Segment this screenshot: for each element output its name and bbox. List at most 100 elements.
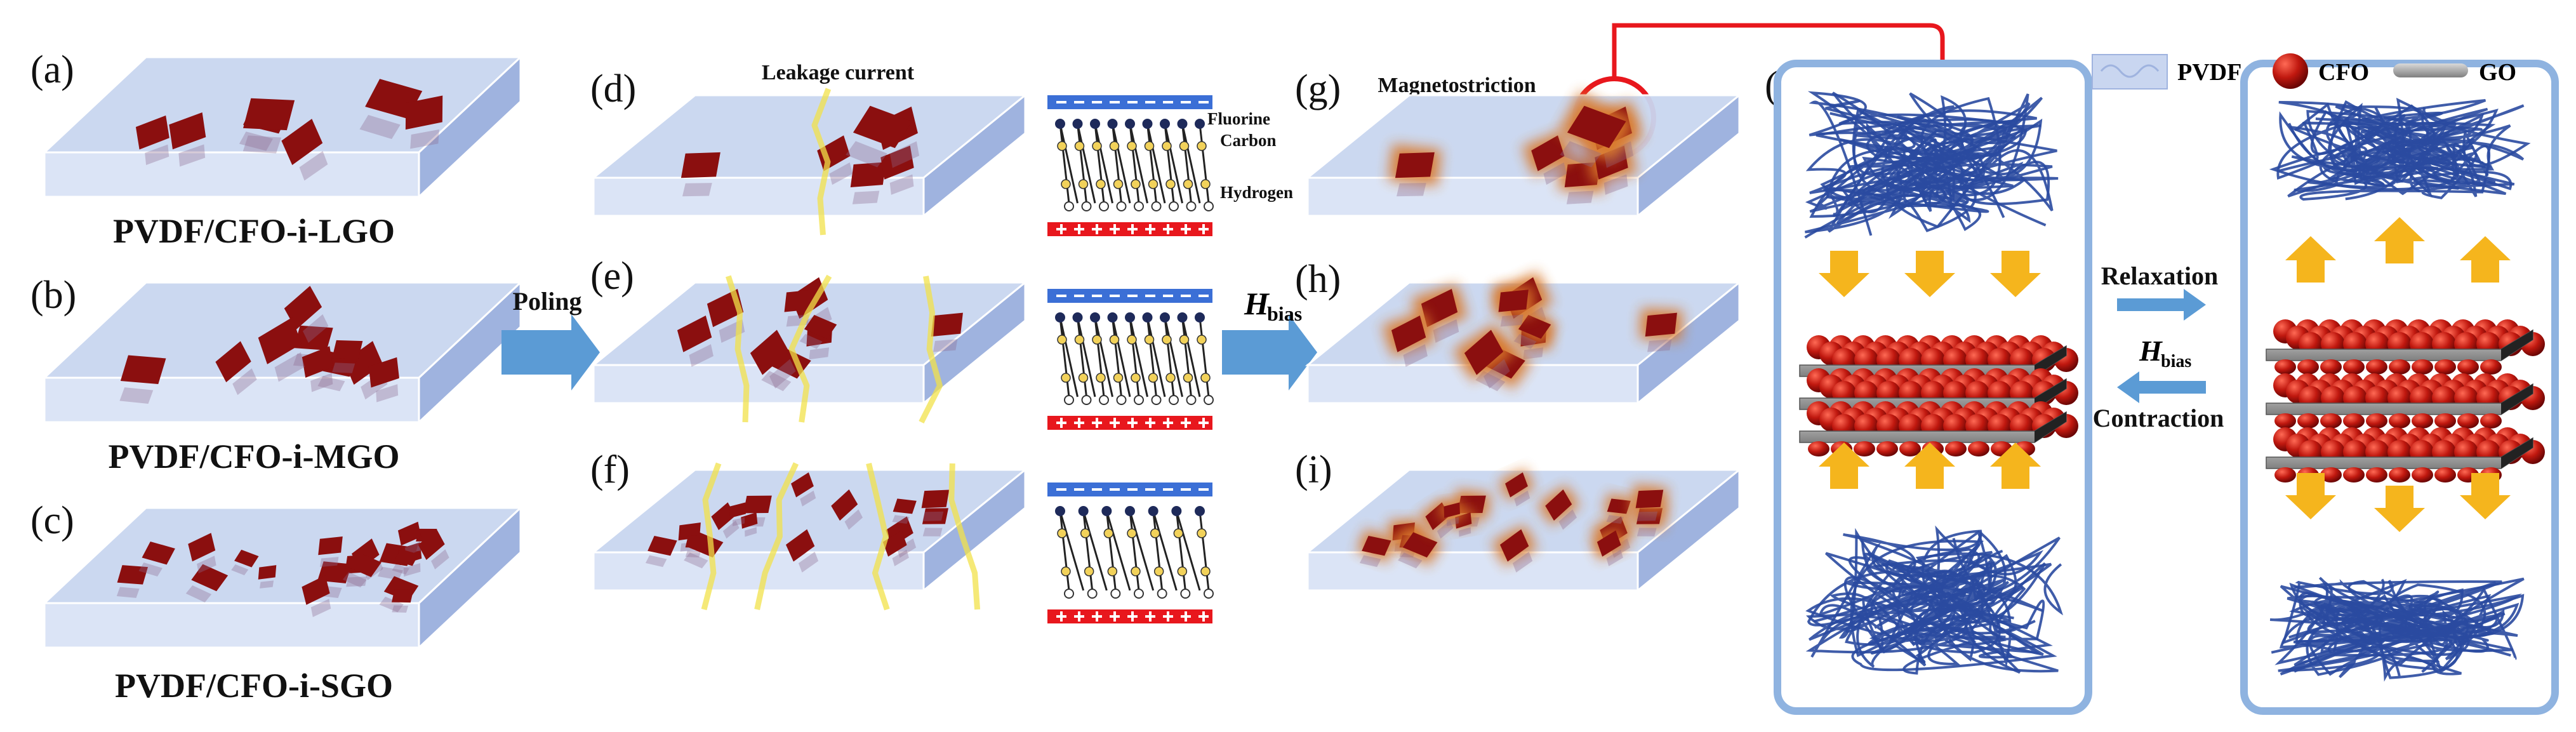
fluorine-atom — [1107, 119, 1118, 129]
leakage-path — [701, 462, 722, 611]
flake-small — [684, 532, 724, 569]
relaxation-label: Relaxation — [2101, 262, 2218, 290]
cfo-go-flake — [741, 512, 758, 529]
flake-shadow — [1558, 509, 1577, 530]
carbon-atom — [1057, 335, 1067, 345]
pvdf-chain — [1820, 92, 2043, 218]
flake-shadow — [431, 549, 449, 569]
minus-sign — [1074, 295, 1084, 297]
flake-shadow — [376, 384, 399, 403]
strain-arrow — [2460, 236, 2511, 283]
cfo-go-flake — [191, 564, 229, 592]
cfo-go-flake — [1518, 315, 1551, 339]
flake-shadow — [332, 363, 355, 373]
cfo-particle — [2320, 467, 2342, 482]
chain-bond — [1175, 510, 1201, 591]
chain-bond — [1077, 123, 1087, 204]
molecule-d — [1047, 95, 1214, 236]
minus-sign — [1145, 101, 1155, 103]
minus-sign — [1163, 488, 1173, 491]
fluorine-atom — [1177, 312, 1188, 323]
chain-bond — [1094, 123, 1113, 204]
panel-label-h: (h) — [1295, 258, 1341, 301]
carbon-atom — [1165, 179, 1176, 189]
cfo-particle — [2343, 359, 2365, 375]
fluorine-atom — [1142, 119, 1153, 129]
cfo-go-flake — [880, 145, 914, 180]
cfo-particle — [1968, 441, 1989, 456]
legend-go-label: GO — [2479, 59, 2516, 86]
cfo-go-flake — [893, 498, 917, 514]
cfo-go-flake — [215, 341, 251, 383]
go-sheet-edge — [2501, 384, 2533, 415]
cfo-go-flake — [850, 162, 886, 187]
hydrogen-atom — [1064, 201, 1074, 211]
minus-sign — [1074, 101, 1084, 103]
film-c — [42, 505, 523, 650]
carbon-atom — [1092, 335, 1102, 345]
hydrogen-atom — [1151, 201, 1162, 211]
cfo-particle — [2320, 359, 2342, 375]
carbon-atom — [1144, 335, 1155, 345]
flake-small-glow — [1439, 500, 1464, 526]
cfo-go-flake — [921, 489, 950, 509]
film-front-face — [592, 364, 925, 404]
chain-bond — [1181, 317, 1192, 397]
cfo-go-flake — [1498, 289, 1529, 312]
chain-bond — [1082, 510, 1108, 591]
plus-sign — [1131, 611, 1134, 622]
fluorine-atom — [1125, 312, 1135, 323]
carbon-atom — [1057, 141, 1067, 151]
flake-shadow — [1500, 314, 1524, 327]
flake-medium — [284, 286, 329, 343]
flake-small — [741, 512, 758, 537]
flake-shadow — [185, 585, 212, 602]
flake-shadow — [1560, 141, 1602, 168]
film-front-face — [43, 151, 420, 198]
cfo-go-flake — [347, 552, 382, 577]
flake-small — [392, 549, 419, 575]
carbon-atom — [1200, 566, 1211, 576]
flake-shadow — [392, 564, 409, 575]
flake-small-glow — [1498, 469, 1535, 507]
poled-films — [590, 88, 1028, 611]
panel-label-g: (g) — [1295, 67, 1341, 110]
strain-arrow — [1819, 251, 1869, 297]
flake-small — [921, 489, 950, 521]
flake-shadow — [1437, 520, 1454, 539]
cfo-particle — [2389, 359, 2410, 375]
chain-bond — [1059, 510, 1085, 591]
film-front-face — [43, 602, 420, 649]
carbon-atom — [1127, 528, 1137, 538]
cfo-go-flake — [1499, 529, 1529, 562]
film-side-face — [418, 55, 522, 199]
hydrogen-atom — [1169, 395, 1179, 405]
flake-shadow — [232, 368, 257, 396]
flake-small — [116, 565, 149, 598]
plus-sign — [1113, 611, 1116, 622]
plus-sign — [1096, 611, 1098, 622]
flake-shadow — [896, 538, 917, 558]
flake-small-glow — [1397, 523, 1444, 569]
minus-sign — [1092, 295, 1102, 297]
flake-shadow — [800, 490, 816, 507]
film-h — [1305, 271, 1743, 406]
film-g — [1305, 91, 1743, 218]
flake-large-glow — [1522, 130, 1574, 185]
leakage-path — [754, 462, 799, 610]
flake-shadow — [302, 314, 329, 343]
cfo-particle — [2457, 359, 2479, 375]
flake-shadow — [1603, 174, 1628, 195]
flake-large — [850, 162, 886, 204]
flake-shadow — [1514, 490, 1530, 507]
cfo-particle — [1854, 441, 1875, 456]
fluorine-atom — [1195, 506, 1205, 516]
film-i — [1305, 467, 1743, 593]
carbon-atom — [1092, 141, 1102, 151]
chain-bond — [1146, 317, 1157, 397]
plus-sign — [1060, 418, 1063, 428]
cfo-go-flake — [169, 112, 206, 150]
plus-sign — [1185, 418, 1187, 428]
strain-arrow — [1990, 251, 2041, 297]
cfo-go-flake — [343, 341, 383, 385]
